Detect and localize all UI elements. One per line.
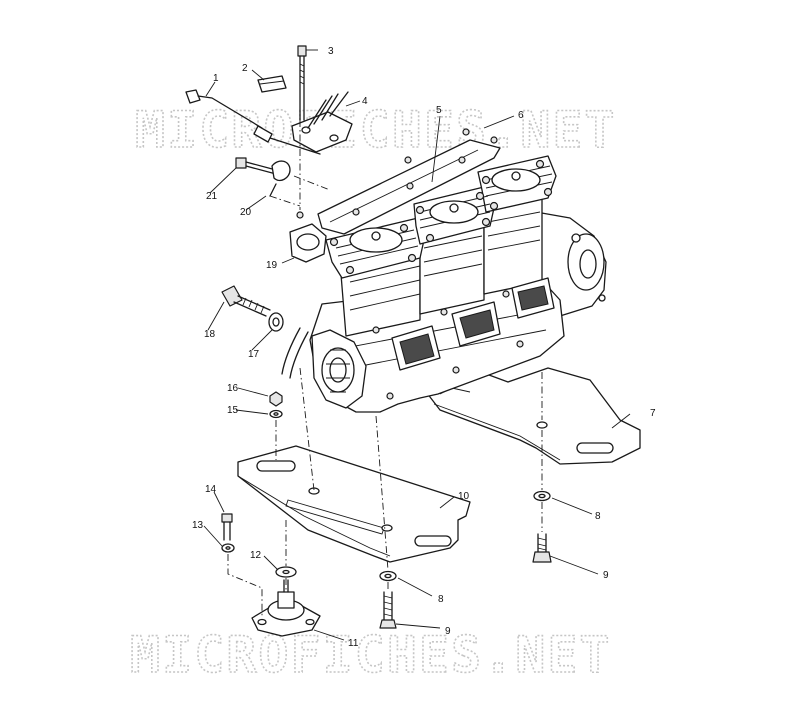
callout-16: 16 bbox=[227, 383, 239, 394]
cable-clip bbox=[271, 160, 291, 182]
callout-10: 10 bbox=[458, 491, 470, 502]
bolt-9-front bbox=[379, 591, 397, 629]
callout-1: 1 bbox=[213, 73, 219, 84]
cable-bracket bbox=[291, 91, 353, 153]
callout-12: 12 bbox=[250, 550, 262, 561]
callout-5: 5 bbox=[436, 105, 442, 116]
callout-19: 19 bbox=[266, 260, 278, 271]
engine-block bbox=[289, 128, 607, 413]
callout-4: 4 bbox=[362, 96, 368, 107]
rubber-mount bbox=[251, 579, 321, 637]
callout-6: 6 bbox=[518, 110, 524, 121]
assembly-centerlines bbox=[227, 120, 543, 616]
callout-3: 3 bbox=[328, 46, 334, 57]
callout-21: 21 bbox=[206, 191, 218, 202]
callout-7: 7 bbox=[650, 408, 656, 419]
callout-leaders bbox=[203, 49, 631, 641]
callout-15: 15 bbox=[227, 405, 239, 416]
intake-ports bbox=[391, 277, 555, 371]
watermark-bottom: MICROFICHES.NET bbox=[130, 626, 612, 684]
rear-mount-plate bbox=[419, 367, 641, 465]
bolt-9-rear bbox=[532, 533, 552, 563]
bolt-21 bbox=[235, 157, 277, 175]
callout-20: 20 bbox=[240, 207, 252, 218]
bolt-14 bbox=[221, 513, 233, 541]
callout-13: 13 bbox=[192, 520, 204, 531]
callout-17: 17 bbox=[248, 349, 260, 360]
bolt-18 bbox=[221, 285, 271, 317]
callout-2: 2 bbox=[242, 63, 248, 74]
callout-8-front: 8 bbox=[438, 594, 444, 605]
nut-16 bbox=[269, 391, 283, 407]
callout-9-rear: 9 bbox=[603, 570, 609, 581]
callout-9-front: 9 bbox=[445, 626, 451, 637]
callout-8-rear: 8 bbox=[595, 511, 601, 522]
water-hose bbox=[281, 327, 309, 379]
choke-cable bbox=[185, 89, 321, 155]
callout-18: 18 bbox=[204, 329, 216, 340]
long-bolt bbox=[297, 45, 307, 121]
callout-11: 11 bbox=[348, 638, 359, 649]
watermark-top: MICROFICHES.NET bbox=[135, 101, 617, 159]
callout-14: 14 bbox=[205, 484, 217, 495]
head-bolts bbox=[329, 159, 553, 275]
front-mount-plate bbox=[237, 445, 471, 563]
callout-labels: 1 2 3 4 5 6 7 8 8 9 9 10 11 12 13 14 15 … bbox=[192, 46, 656, 649]
decal bbox=[257, 75, 287, 93]
